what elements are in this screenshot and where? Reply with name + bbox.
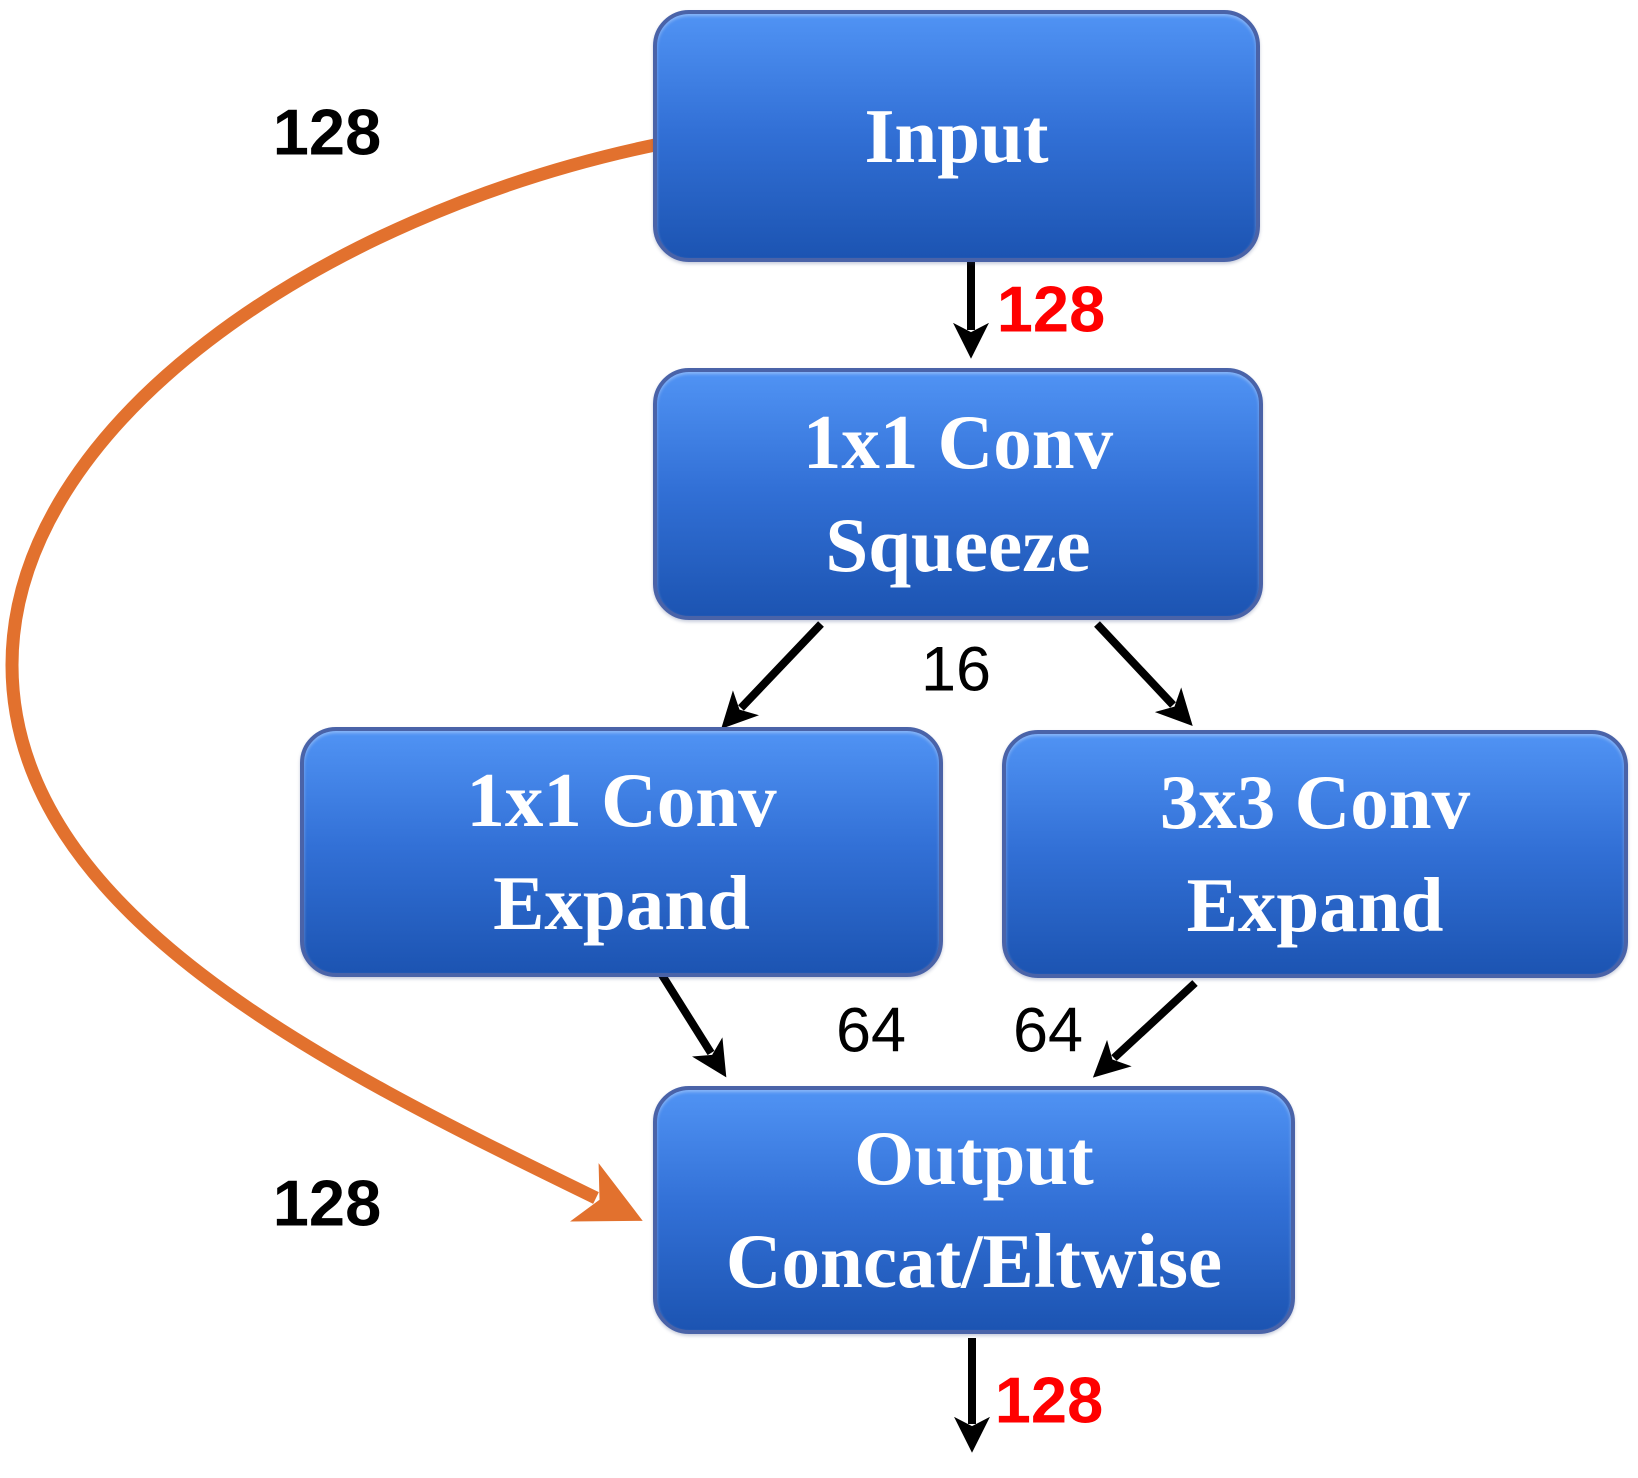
node-expand2-label-line2: Expand bbox=[1186, 862, 1444, 948]
node-expand1-label-line2: Expand bbox=[493, 860, 750, 946]
arrow-expand2-to-output bbox=[1092, 980, 1198, 1078]
node-expand-3x3: 3x3 Conv Expand bbox=[1002, 730, 1628, 978]
node-output-label-line1: Output bbox=[854, 1115, 1094, 1201]
input-channels-label: 128 bbox=[996, 272, 1106, 346]
output-channels-label: 128 bbox=[994, 1363, 1104, 1437]
bypass-channels-top-label: 128 bbox=[272, 95, 382, 169]
bypass-arrow bbox=[5, 138, 657, 1222]
arrow-squeeze-to-expand2 bbox=[1094, 621, 1193, 727]
arrow-expand1-to-output bbox=[658, 972, 727, 1078]
expand2-channels-label: 64 bbox=[1012, 995, 1084, 1066]
expand1-channels-label: 64 bbox=[835, 995, 907, 1066]
node-squeeze-label-line2: Squeeze bbox=[825, 502, 1091, 588]
node-input: Input bbox=[653, 10, 1260, 262]
node-expand1-label-line1: 1x1 Conv bbox=[466, 757, 777, 843]
node-input-label: Input bbox=[864, 92, 1049, 179]
node-squeeze-label-line1: 1x1 Conv bbox=[802, 399, 1114, 485]
node-output-label-line2: Concat/Eltwise bbox=[725, 1218, 1223, 1304]
node-squeeze-conv: 1x1 Conv Squeeze bbox=[653, 368, 1263, 620]
bypass-channels-bottom-label: 128 bbox=[272, 1166, 382, 1240]
arrow-squeeze-to-expand1 bbox=[721, 621, 824, 729]
squeeze-channels-label: 16 bbox=[920, 634, 992, 705]
node-expand2-label-line1: 3x3 Conv bbox=[1159, 759, 1471, 845]
node-expand-1x1: 1x1 Conv Expand bbox=[300, 727, 943, 977]
node-output-concat: Output Concat/Eltwise bbox=[653, 1086, 1295, 1334]
